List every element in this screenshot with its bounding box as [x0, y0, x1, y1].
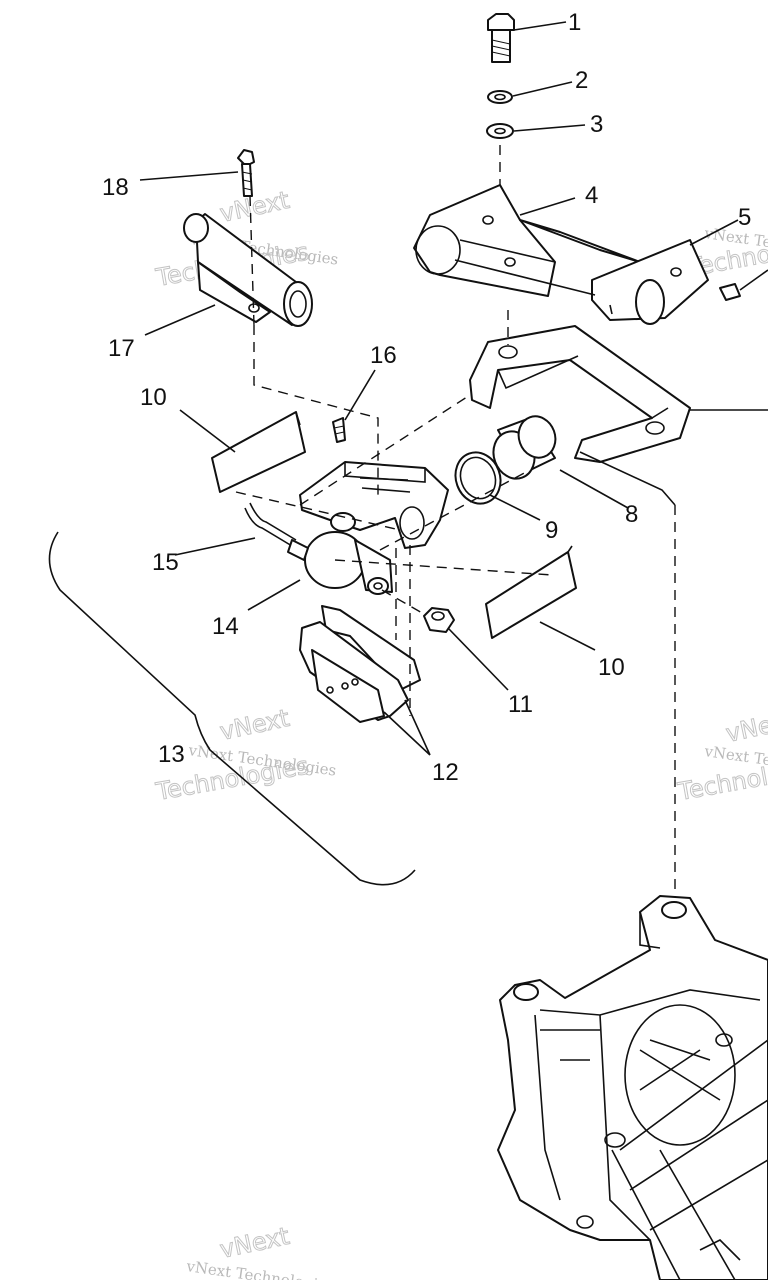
watermark-right-middle: vNext vNext Technologies Technologies: [675, 705, 768, 806]
callout-8: 8: [625, 501, 638, 528]
callout-12: 12: [432, 759, 459, 786]
part-16-bleed-screw: [332, 417, 346, 443]
caliper-body: [299, 461, 449, 549]
callout-10-lower: 10: [598, 654, 625, 681]
callout-2: 2: [575, 67, 588, 94]
part-14-piston-housing: [304, 531, 393, 595]
chassis-housing: [497, 895, 768, 1280]
part-4-bracket: [413, 184, 641, 297]
callout-5: 5: [738, 204, 751, 231]
svg-text:vNext: vNext: [723, 706, 768, 748]
callout-3: 3: [590, 111, 603, 138]
svg-text:vNext: vNext: [217, 704, 291, 746]
part-caliper-mount-frame: [469, 325, 768, 463]
callout-15: 15: [152, 549, 179, 576]
callout-10-upper: 10: [140, 384, 167, 411]
callout-11: 11: [508, 691, 533, 718]
part-9-o-ring: [454, 451, 502, 505]
leader-lines: [139, 21, 739, 756]
callout-17: 17: [108, 335, 135, 362]
part-1-bolt: [487, 13, 515, 63]
svg-text:vNext Technologies: vNext Technologies: [184, 1257, 335, 1280]
assembly-guides: [235, 195, 676, 910]
callout-1: 1: [568, 9, 581, 36]
part-17-cylinder: [183, 213, 313, 327]
callout-13: 13: [158, 741, 185, 768]
part-12-brake-pads: [299, 605, 421, 723]
part-10-shim-lower: [485, 545, 577, 639]
part-3-flat-washer: [486, 123, 514, 139]
svg-text:vNext: vNext: [217, 186, 291, 228]
callout-14: 14: [212, 613, 239, 640]
callout-18: 18: [102, 174, 129, 201]
leader-frame-to-axis: [579, 451, 676, 506]
svg-text:vNext: vNext: [217, 1222, 291, 1264]
part-8-piston: [492, 415, 557, 480]
watermark-bottom: vNext vNext Technologies: [184, 1221, 335, 1280]
part-13-bracket-brace: [48, 531, 416, 886]
part-15-brake-line: [244, 502, 309, 561]
part-18-screw: [237, 149, 255, 197]
part-2-lock-washer: [487, 90, 513, 104]
callout-9: 9: [545, 517, 558, 544]
part-5-pivot-arm: [454, 239, 768, 325]
callout-4: 4: [585, 182, 598, 209]
part-10-shim-upper: [211, 411, 306, 493]
part-11-nut: [423, 607, 455, 633]
callout-16: 16: [370, 342, 397, 369]
